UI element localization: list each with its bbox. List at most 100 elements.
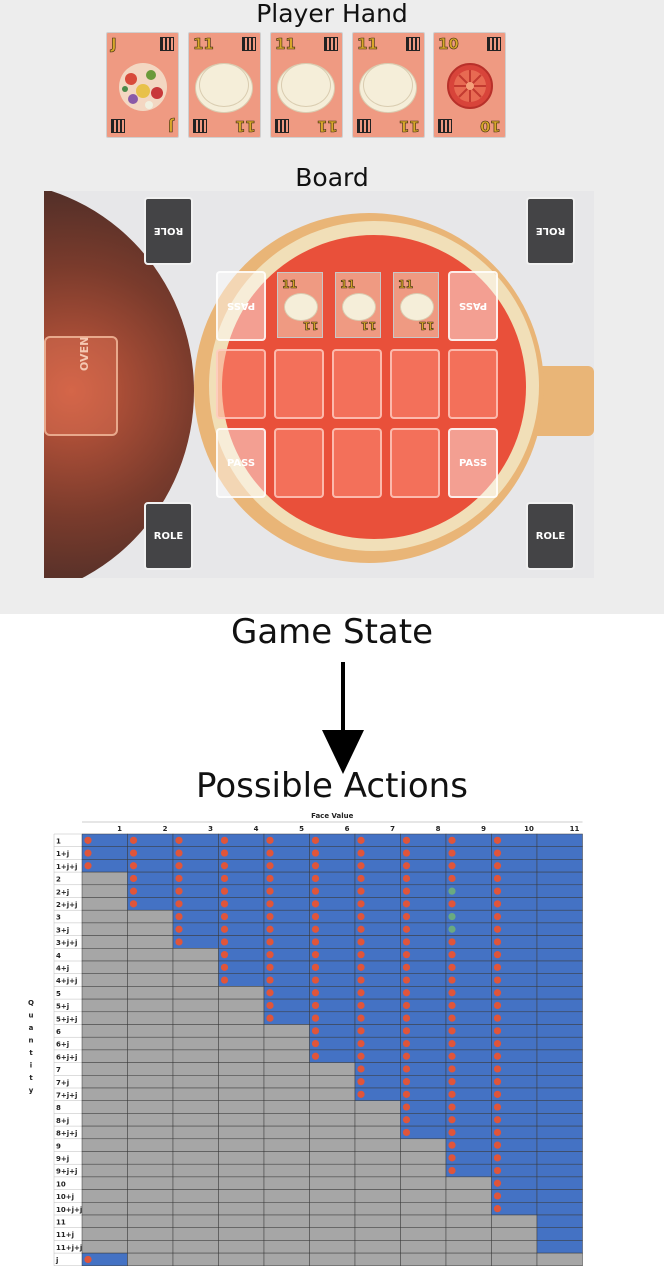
invalid-action-cell xyxy=(81,973,128,987)
action-dot xyxy=(402,1014,411,1022)
pass-slot-bottom-right[interactable]: PASS xyxy=(448,428,498,498)
invalid-action-cell xyxy=(81,1024,128,1038)
invalid-action-cell xyxy=(218,1036,265,1051)
action-dot xyxy=(311,874,320,883)
hand-card-5[interactable]: 10 10 xyxy=(433,32,506,138)
row-label: 4 xyxy=(56,952,61,960)
action-dot xyxy=(266,1014,274,1022)
valid-action-cell xyxy=(536,1062,583,1076)
action-dot xyxy=(402,1128,411,1137)
board-slot[interactable] xyxy=(274,428,324,498)
action-dot xyxy=(311,925,320,933)
invalid-action-cell xyxy=(263,1049,310,1063)
row-label: 9 xyxy=(56,1142,61,1150)
row-label: 5+j xyxy=(56,1003,69,1011)
action-dot xyxy=(357,963,365,971)
row-label: 9+j+j xyxy=(56,1168,77,1176)
action-dot xyxy=(84,836,92,844)
valid-action-cell xyxy=(536,1138,583,1152)
invalid-action-cell xyxy=(127,998,174,1013)
hand-card-2[interactable]: 11 11 xyxy=(188,32,261,138)
action-dot xyxy=(402,963,411,971)
action-dot xyxy=(311,887,320,895)
board-slot[interactable] xyxy=(390,349,440,419)
invalid-action-cell xyxy=(263,1176,310,1190)
invalid-action-cell xyxy=(81,1075,128,1089)
row-label: 6+j xyxy=(56,1041,69,1049)
action-dot xyxy=(311,1014,320,1022)
invalid-action-cell xyxy=(81,1138,128,1152)
action-dot xyxy=(266,963,274,971)
pass-slot-bottom-left[interactable]: PASS xyxy=(216,428,266,498)
action-dot xyxy=(493,887,502,895)
down-arrow-icon xyxy=(322,662,364,774)
oven-slot[interactable] xyxy=(44,336,118,436)
action-dot xyxy=(402,1116,411,1124)
action-dot xyxy=(448,836,456,844)
action-dot xyxy=(402,912,411,921)
invalid-action-cell xyxy=(354,1202,401,1216)
action-dot xyxy=(175,874,183,883)
action-dot xyxy=(493,1154,502,1162)
hand-card-1[interactable]: J J xyxy=(106,32,179,138)
board-slot[interactable] xyxy=(216,349,266,419)
board-slot[interactable] xyxy=(332,349,382,419)
board-slot[interactable] xyxy=(274,349,324,419)
row-label: 2+j+j xyxy=(56,901,77,909)
board-slot[interactable] xyxy=(332,428,382,498)
board-slot[interactable] xyxy=(390,428,440,498)
invalid-action-cell xyxy=(218,1100,265,1114)
row-label: 10+j xyxy=(56,1193,74,1201)
action-dot xyxy=(448,1065,456,1073)
hand-card-4[interactable]: 11 11 xyxy=(352,32,425,138)
hand-card-3[interactable]: 11 11 xyxy=(270,32,343,138)
invalid-action-cell xyxy=(172,998,219,1013)
invalid-action-cell xyxy=(81,1100,128,1114)
action-dot xyxy=(493,1090,502,1098)
action-dot xyxy=(402,849,411,857)
qr-code-icon xyxy=(438,119,452,133)
action-dot xyxy=(402,1103,411,1111)
role-card-bottom-right[interactable]: ROLE xyxy=(526,502,575,570)
invalid-action-cell xyxy=(263,1075,310,1089)
action-dot xyxy=(357,874,365,883)
action-dot xyxy=(220,938,229,946)
invalid-action-cell xyxy=(309,1240,356,1254)
action-dot xyxy=(175,887,183,895)
row-label: 1 xyxy=(56,838,61,846)
invalid-action-cell xyxy=(127,1214,174,1228)
invalid-action-cell xyxy=(127,1176,174,1190)
action-dot xyxy=(357,938,365,946)
board-slot[interactable] xyxy=(448,349,498,419)
action-dot xyxy=(402,1078,411,1086)
action-dot xyxy=(493,938,502,946)
y-axis-title-letter: u xyxy=(29,1012,34,1020)
invalid-action-cell xyxy=(445,1240,492,1254)
invalid-action-cell xyxy=(172,960,219,974)
invalid-action-cell xyxy=(127,1227,174,1241)
dough-icon xyxy=(281,63,331,107)
action-dot xyxy=(220,836,229,844)
row-label: 3+j+j xyxy=(56,939,77,947)
invalid-action-cell xyxy=(172,948,219,962)
valid-action-cell xyxy=(536,1227,583,1241)
invalid-action-cell xyxy=(400,1252,447,1266)
card-rank: 11 xyxy=(357,35,378,53)
action-dot xyxy=(266,874,274,883)
invalid-action-cell xyxy=(172,1202,219,1216)
invalid-action-cell xyxy=(218,1202,265,1216)
invalid-action-cell xyxy=(127,1113,174,1127)
action-dot xyxy=(493,1166,502,1175)
row-label: 3+j xyxy=(56,926,69,934)
invalid-action-cell xyxy=(127,1202,174,1216)
invalid-action-cell xyxy=(218,1113,265,1127)
action-dot xyxy=(448,862,456,870)
invalid-action-cell xyxy=(354,1138,401,1152)
invalid-action-cell xyxy=(218,1049,265,1063)
row-label: 3 xyxy=(56,914,61,922)
invalid-action-cell xyxy=(172,1163,219,1178)
action-dot xyxy=(448,1154,456,1162)
invalid-action-cell xyxy=(81,1163,128,1178)
action-dot xyxy=(493,1078,502,1086)
role-card-bottom-left[interactable]: ROLE xyxy=(144,502,193,570)
